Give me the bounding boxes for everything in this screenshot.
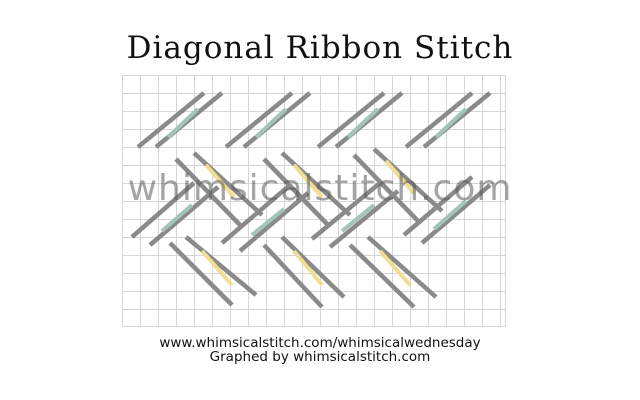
stitch-green xyxy=(250,207,286,237)
stitch-gray xyxy=(352,153,420,223)
stitch-green xyxy=(434,107,468,139)
stitch-graph xyxy=(122,75,506,327)
stitch-gray xyxy=(224,91,294,149)
stitch-gray xyxy=(184,235,258,297)
stitch-gray xyxy=(148,185,220,247)
credits-graphed-by: Graphed by whimsicalstitch.com xyxy=(209,349,431,365)
stitch-yellow xyxy=(204,163,236,199)
stitch-gray xyxy=(168,241,234,307)
stitch-gray xyxy=(262,157,330,227)
credits: www.whimsicalstitch.com/whimsicalwednesd… xyxy=(0,336,640,364)
stitch-gray xyxy=(280,151,352,217)
stitch-green xyxy=(432,199,468,231)
stitch-gray xyxy=(328,189,400,249)
stitch-green xyxy=(166,107,200,139)
stitch-gray xyxy=(130,181,196,239)
stitch-yellow xyxy=(200,249,234,287)
stitch-gray xyxy=(348,243,416,309)
stitch-gray xyxy=(220,183,292,245)
stitch-gray xyxy=(420,183,492,245)
credits-url-link[interactable]: www.whimsicalstitch.com/whimsicalwednesd… xyxy=(159,335,481,351)
stitch-gray xyxy=(404,91,474,149)
stitch-gray xyxy=(316,91,386,149)
stitch-gray xyxy=(372,147,444,213)
stitch-green xyxy=(160,203,194,233)
stitch-gray xyxy=(136,91,206,149)
stitch-green xyxy=(340,203,376,233)
page-title: Diagonal Ribbon Stitch xyxy=(126,30,514,66)
stitch-yellow xyxy=(292,249,324,287)
stitch-green xyxy=(254,107,288,139)
stitch-gray xyxy=(174,157,242,227)
stitch-graph-canvas xyxy=(122,75,506,327)
stitch-yellow xyxy=(292,163,324,199)
stitch-gray xyxy=(192,151,264,217)
stitch-gray xyxy=(238,191,310,253)
stitch-yellow xyxy=(378,249,412,287)
stitch-gray xyxy=(366,235,438,299)
stitch-gray xyxy=(280,235,346,299)
stitch-gray xyxy=(262,243,324,309)
stitch-green xyxy=(346,107,380,139)
stitch-yellow xyxy=(384,159,416,195)
